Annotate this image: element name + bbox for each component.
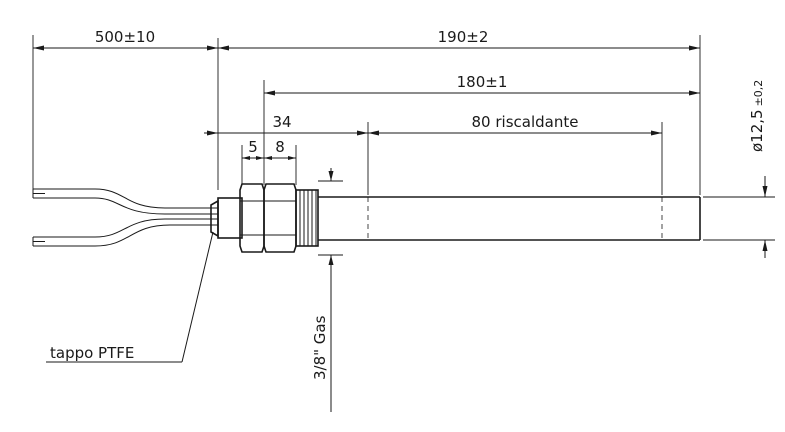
cap-label: tappo PTFE: [50, 344, 134, 362]
cables: [32, 188, 218, 247]
total-length-label: 190±2: [438, 28, 489, 46]
heating-length-label: 80 riscaldante: [472, 113, 579, 131]
hex-width-label: 8: [275, 138, 285, 156]
hex-fitting: [263, 183, 297, 253]
thread: [295, 189, 319, 247]
nut: [217, 183, 265, 253]
extension-lines: [32, 35, 775, 256]
heater-tube: [318, 196, 701, 241]
tube-length-label: 180±1: [457, 73, 508, 91]
dimension-lines: [33, 45, 768, 412]
diameter-label: ø12,5±0,2: [748, 80, 766, 152]
nut-width-label: 5: [248, 138, 258, 156]
thread-label: 3/8" Gas: [311, 315, 329, 380]
cable-length-label: 500±10: [95, 28, 155, 46]
fitting-length-label: 34: [272, 113, 291, 131]
cap-leader: [46, 231, 214, 363]
